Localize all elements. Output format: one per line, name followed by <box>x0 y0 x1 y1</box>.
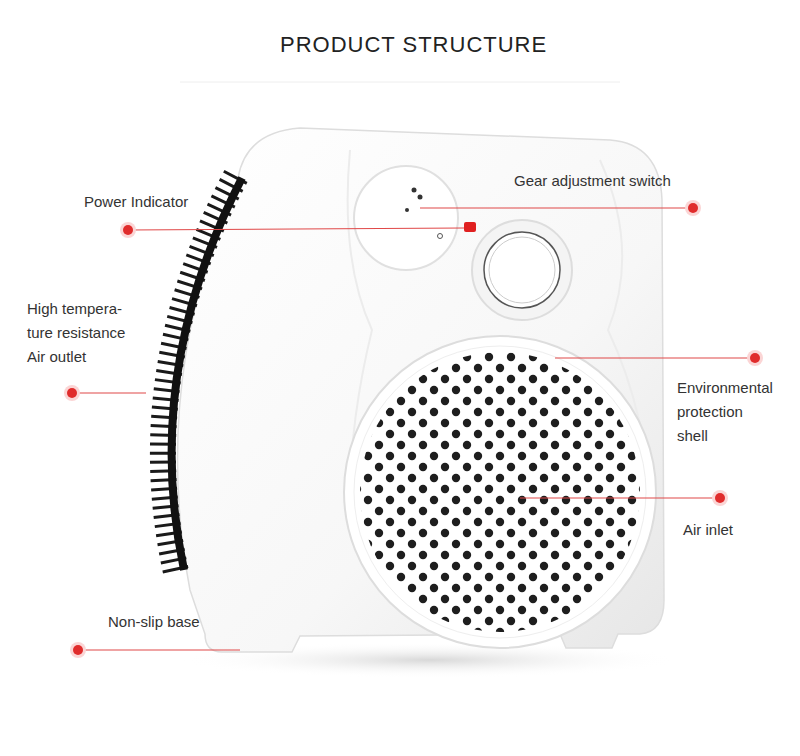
knob-dot <box>412 188 417 193</box>
power-indicator-light <box>464 222 476 232</box>
leader-dot-halo <box>64 385 80 401</box>
leader-dot <box>73 645 83 655</box>
air-outlet-frame <box>172 178 242 570</box>
part-label: Gear adjustment switch <box>514 169 671 193</box>
leader-dot-halo <box>685 200 701 216</box>
part-label: Power Indicator <box>84 190 188 214</box>
title-rule <box>180 82 620 83</box>
leader-dot <box>715 493 725 503</box>
leader-line <box>520 497 720 498</box>
gear-knob <box>354 166 458 270</box>
leader-dot-halo <box>747 350 763 366</box>
part-label: Non-slip base <box>108 610 200 634</box>
part-label: Air inlet <box>683 518 733 542</box>
leader-dot <box>750 353 760 363</box>
leader-dot <box>67 388 77 398</box>
leader-dot <box>688 203 698 213</box>
leader-line <box>555 357 755 358</box>
part-label: High tempera- ture resistance Air outlet <box>27 297 141 369</box>
knob-dot <box>438 234 443 239</box>
leader-dots <box>64 200 763 658</box>
leader-dot-halo <box>712 490 728 506</box>
leader-line <box>420 207 693 208</box>
page-title: PRODUCT STRUCTURE <box>280 32 547 58</box>
leader-lines <box>72 208 755 650</box>
leader-dot-halo <box>120 222 136 238</box>
leader-line <box>72 392 146 393</box>
part-label: Environmental protection shell <box>677 376 777 448</box>
leader-line <box>78 649 240 650</box>
leader-dot-halo <box>70 642 86 658</box>
air-inlet-rim <box>344 336 656 648</box>
air-inlet-rim <box>354 346 646 638</box>
air-inlet-holes <box>360 352 640 632</box>
dial-ring <box>484 232 560 308</box>
thermostat-dial <box>472 220 572 320</box>
leader-line <box>128 228 464 230</box>
knob-dot <box>418 195 423 200</box>
dial-ring <box>489 237 555 303</box>
leader-dot <box>123 225 133 235</box>
knob-dot <box>405 208 409 212</box>
heater-shell <box>178 128 665 652</box>
